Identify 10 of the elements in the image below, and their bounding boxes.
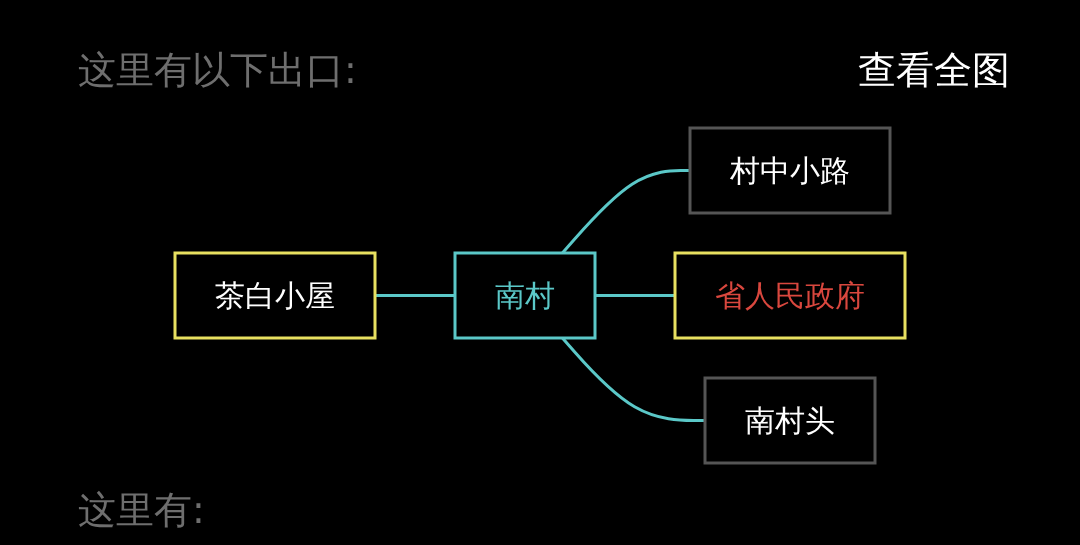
node-box: 茶白小屋: [173, 251, 377, 339]
heading-text: 这里有以下出口:: [78, 47, 357, 94]
connector: [375, 293, 455, 297]
node-box: 南村头: [703, 376, 877, 464]
node-box: 村中小路: [688, 126, 892, 214]
node-box: 南村: [453, 251, 597, 339]
section-heading: 这里有:: [78, 487, 205, 534]
view-map-link: 查看全图: [858, 47, 1010, 94]
node-box: 省人民政府: [673, 251, 907, 339]
connector: [595, 293, 675, 297]
